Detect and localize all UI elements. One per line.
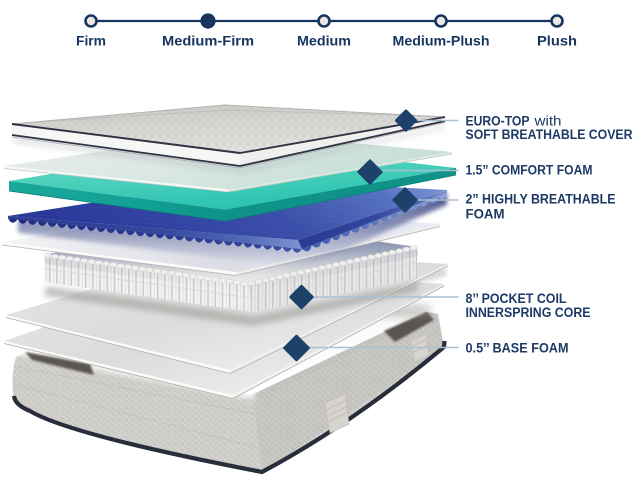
svg-text:0.5’’ BASE FOAM: 0.5’’ BASE FOAM bbox=[466, 340, 569, 355]
svg-text:Medium-Firm: Medium-Firm bbox=[162, 33, 254, 49]
svg-text:with: with bbox=[533, 113, 561, 128]
svg-text:Medium-Plush: Medium-Plush bbox=[393, 33, 490, 49]
svg-text:2” HIGHLY BREATHABLE: 2” HIGHLY BREATHABLE bbox=[466, 192, 616, 207]
svg-text:Firm: Firm bbox=[76, 33, 106, 49]
svg-text:Medium: Medium bbox=[297, 33, 351, 49]
svg-text:Plush: Plush bbox=[537, 33, 577, 49]
svg-text:EURO-TOP: EURO-TOP bbox=[466, 113, 530, 128]
svg-text:SOFT BREATHABLE COVER: SOFT BREATHABLE COVER bbox=[466, 127, 633, 142]
svg-text:INNERSPRING CORE: INNERSPRING CORE bbox=[466, 305, 591, 320]
svg-text:8’’ POCKET COIL: 8’’ POCKET COIL bbox=[466, 291, 567, 306]
svg-text:FOAM: FOAM bbox=[466, 207, 505, 222]
svg-text:1.5” COMFORT FOAM: 1.5” COMFORT FOAM bbox=[466, 163, 593, 178]
